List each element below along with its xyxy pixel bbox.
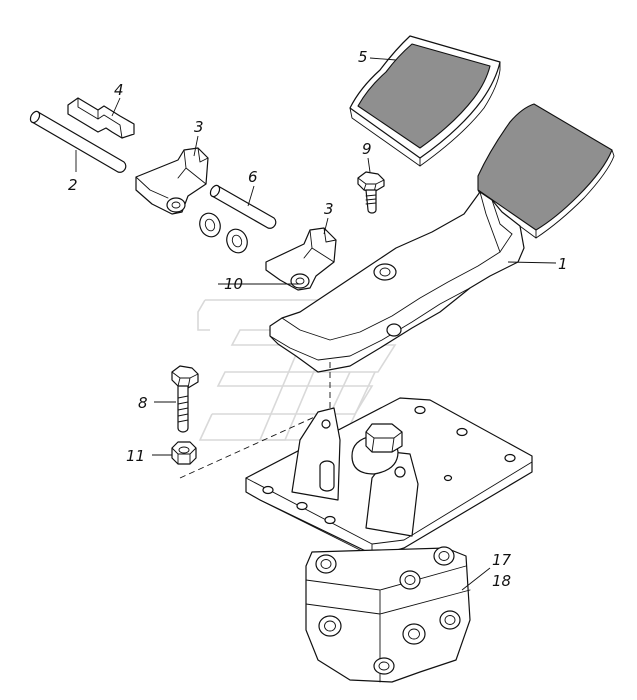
callout-2: 2 — [68, 176, 78, 194]
callout-8: 8 — [138, 394, 148, 412]
nut-part — [171, 441, 197, 465]
pin-long-part — [29, 110, 127, 173]
bracket-clip-part — [67, 97, 135, 139]
pedal-lever-part — [269, 103, 615, 373]
callout-labels: 1 2 3 3 4 5 6 8 9 10 11 17 18 — [68, 48, 568, 590]
washer-upper-part — [199, 212, 221, 238]
bolt-small-part — [357, 171, 385, 214]
callout-1: 1 — [558, 255, 568, 273]
bolt-long-part — [171, 365, 199, 433]
callout-6: 6 — [248, 168, 258, 186]
callout-9: 9 — [362, 140, 372, 158]
callout-11: 11 — [126, 447, 145, 465]
callout-5: 5 — [358, 48, 368, 66]
yoke-fork-lower-part — [265, 227, 337, 291]
callout-4: 4 — [114, 81, 124, 99]
pedal-pad-part — [349, 35, 501, 167]
brake-valve-assembly — [245, 397, 533, 683]
washer-lower-part — [226, 228, 248, 254]
pin-short-part — [209, 184, 277, 229]
callout-3-upper: 3 — [194, 118, 204, 136]
callout-3-lower: 3 — [324, 200, 334, 218]
yoke-fork-upper-part — [135, 147, 209, 215]
callout-17: 17 — [492, 551, 512, 569]
callout-18: 18 — [492, 572, 511, 590]
callout-10: 10 — [224, 275, 243, 293]
callout-leaders — [75, 57, 557, 591]
